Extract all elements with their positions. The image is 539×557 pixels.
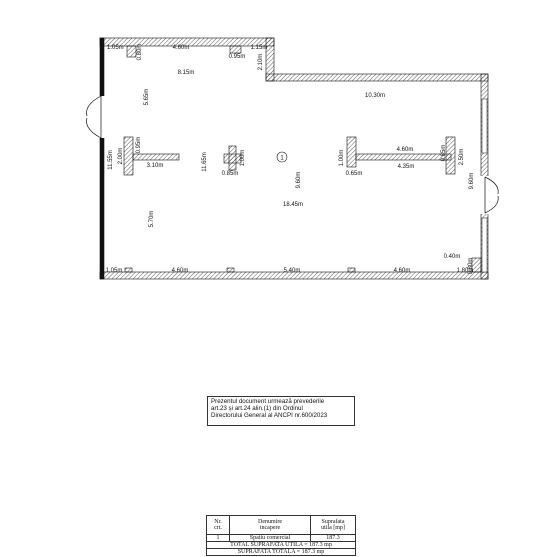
- dim-label: 5.40m: [284, 268, 301, 274]
- dim-label: 8.15m: [178, 70, 195, 76]
- dim-label: 2.50m: [459, 149, 465, 166]
- header-name: Denumire incapere: [229, 515, 311, 535]
- right-door: [484, 176, 499, 214]
- dim-label: 2.00m: [118, 148, 124, 165]
- table-header-row: Nr. crt. Denumire incapere Suprafata uti…: [206, 515, 356, 535]
- total-row: SUPRAFATA TOTALA = 187.3 mp: [206, 548, 356, 556]
- dim-label: 1.15m: [251, 45, 268, 51]
- total-util-row: TOTAL SUPRAFATA UTILA = 187.3 mp: [206, 541, 356, 549]
- dim-label: 3.10m: [147, 163, 164, 169]
- dim-label: 4.60m: [394, 268, 411, 274]
- dim-label: 4.60m: [172, 268, 189, 274]
- notice-line: art.23 și art.24 alin.(1) din Ordinul: [211, 405, 303, 413]
- left-door: [86, 95, 102, 139]
- dim-label: 1.80m: [457, 268, 474, 274]
- dim-label: 11.65m: [202, 152, 208, 172]
- header-area-text: Suprafata: [321, 519, 345, 525]
- dim-label: 10.30m: [365, 93, 385, 99]
- header-nr-text: Nr.: [214, 519, 222, 525]
- dim-label: 0.65m: [346, 171, 363, 177]
- room-number: 1: [280, 156, 284, 162]
- dim-label: 5.65m: [144, 89, 150, 106]
- dim-label: 0.40m: [444, 254, 461, 260]
- dim-label: 1.00m: [240, 150, 246, 167]
- dim-label: 0.95m: [136, 137, 142, 154]
- notice-line: Directorului General al ANCPI nr.600/202…: [211, 412, 328, 420]
- dim-label: 4.60m: [173, 45, 190, 51]
- cell-area: 187.3: [310, 534, 356, 542]
- dim-label: 0.85m: [222, 171, 239, 177]
- dim-label: 4.35m: [398, 164, 415, 170]
- dim-label: 1.05m: [107, 45, 124, 51]
- dim-label: 2.10m: [258, 54, 264, 71]
- dim-label: 1.00m: [339, 150, 345, 167]
- header-name-text: Denumire: [258, 519, 282, 525]
- dim-label: 0.80m: [468, 258, 474, 275]
- dim-label: 0.85m: [441, 145, 447, 162]
- dim-label: 11.55m: [108, 150, 114, 170]
- dimension-labels: 1.05m 0.80m 4.60m 1.15m 0.95m 2.10m 8.15…: [106, 44, 475, 275]
- dim-label: 5.70m: [149, 211, 155, 228]
- header-name-text: incapere: [259, 525, 281, 531]
- dim-label: 0.95m: [229, 54, 246, 60]
- dim-label: 9.60m: [296, 172, 302, 189]
- legal-notice: Prezentul document urmează prevederile a…: [207, 396, 355, 426]
- header-area-text: utila [mp]: [321, 525, 345, 531]
- table-row: 1 Spatiu comercial 187.3: [206, 534, 356, 542]
- surface-summary-table: Nr. crt. Denumire incapere Suprafata uti…: [206, 515, 356, 556]
- cell-name: Spatiu comercial: [229, 534, 311, 542]
- door-openings: [98, 96, 490, 273]
- dim-label: 1.05m: [106, 268, 123, 274]
- dim-label: 4.60m: [397, 147, 414, 153]
- cell-nr: 1: [206, 534, 230, 542]
- pillars: [123, 45, 482, 273]
- dim-label: 9.60m: [469, 173, 475, 190]
- total-util: TOTAL SUPRAFATA UTILA = 187.3 mp: [206, 541, 356, 549]
- total-area: SUPRAFATA TOTALA = 187.3 mp: [206, 548, 356, 556]
- room-marker: 1: [276, 151, 288, 163]
- header-nr: Nr. crt.: [206, 515, 230, 535]
- header-area: Suprafata utila [mp]: [310, 515, 356, 535]
- header-nr-text: crt.: [214, 525, 222, 531]
- dim-label: 18.45m: [283, 202, 303, 208]
- dim-label: 0.80m: [137, 44, 143, 61]
- notice-line: Prezentul document urmează prevederile: [211, 398, 325, 405]
